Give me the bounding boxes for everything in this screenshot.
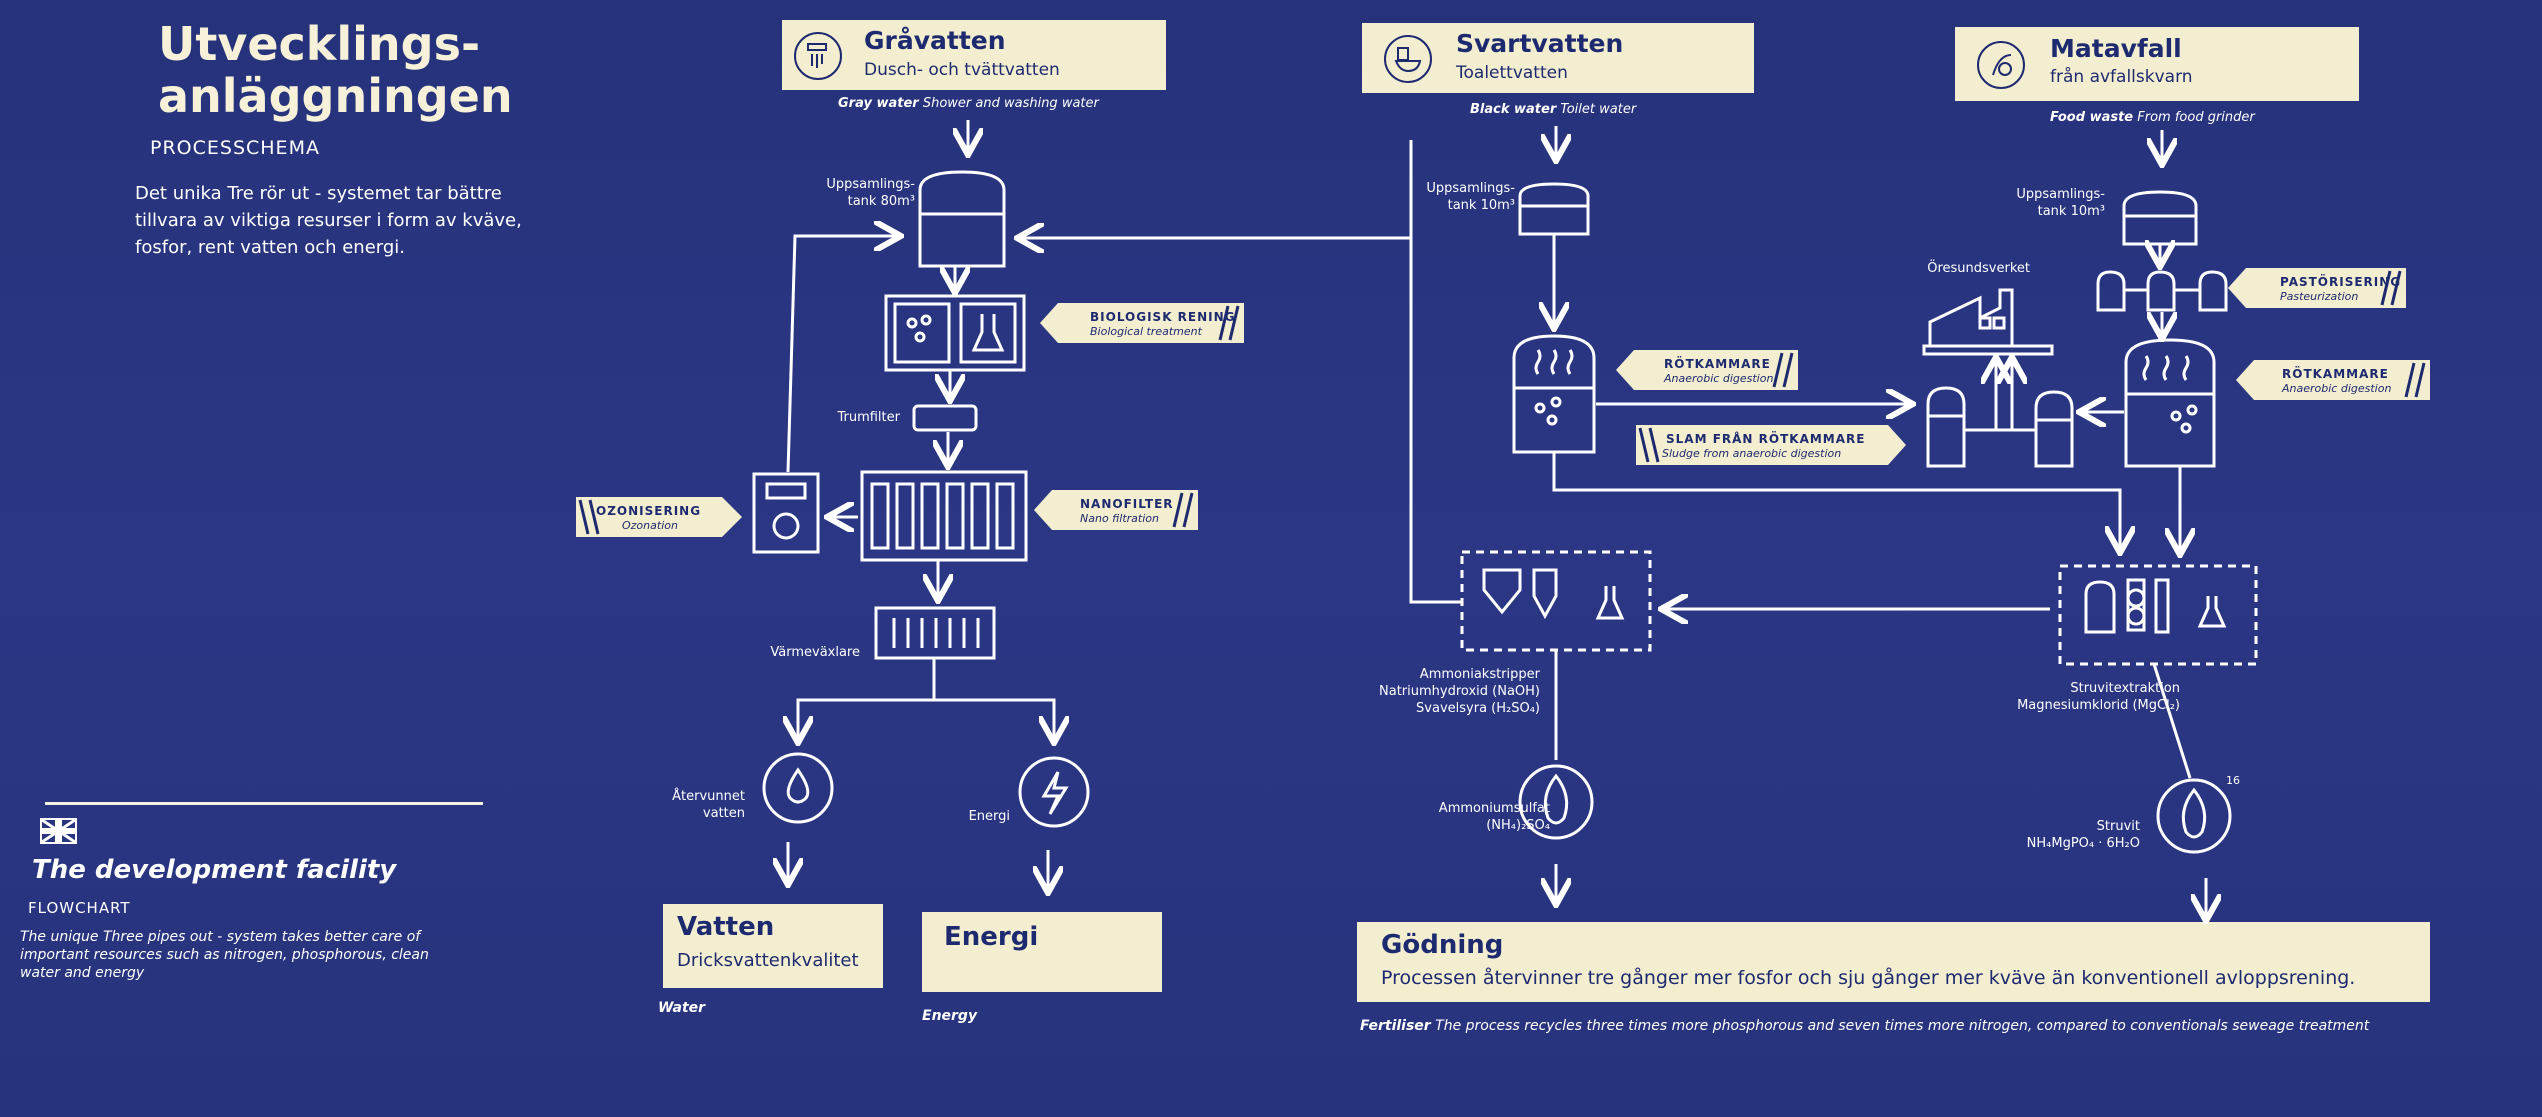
tag-rotkammare-black: RÖTKAMMARE Anaerobic digestion: [1634, 350, 1798, 390]
source-box-gray-water: Gråvatten Dusch- och tvättvatten: [782, 20, 1166, 90]
trumfilter-label: Trumfilter: [837, 410, 900, 425]
output-box-energi: Energi: [922, 912, 1162, 992]
tank-label-gray: Uppsamlings- tank 80m³: [826, 177, 915, 209]
output-box-vatten: Vatten Dricksvattenkvalitet: [663, 904, 883, 988]
food-waste-icon: [1977, 41, 2025, 89]
tag-pastorisering: PASTÖRISERING Pasteurization: [2246, 268, 2406, 308]
atervunnet-label: Återvunnet vatten: [672, 789, 745, 821]
struvit-number: 16: [2226, 774, 2240, 787]
source-box-food-waste: Matavfall från avfallskvarn: [1955, 27, 2359, 101]
tag-biologisk-rening: BIOLOGISK RENING Biological treatment: [1058, 303, 1244, 343]
source-box-black-water: Svartvatten Toalettvatten: [1362, 23, 1754, 93]
uk-flag-icon: [40, 818, 77, 844]
tag-ozonisering: OZONISERING Ozonation: [576, 497, 722, 537]
english-subtitle: FLOWCHART: [28, 899, 131, 917]
source-title-gray: Gråvatten: [864, 26, 1006, 55]
energi-small-label: Energi: [968, 809, 1010, 824]
ammonium-sulfate-icon: [1518, 764, 1594, 840]
drum-filter: [912, 404, 978, 432]
black-water-en: Black water Toilet water: [1470, 102, 1637, 117]
output-box-godning: Gödning Processen återvinner tre gånger …: [1357, 922, 2430, 1002]
source-title-food: Matavfall: [2050, 34, 2182, 63]
tag-rotkammare-food: RÖTKAMMARE Anaerobic digestion: [2254, 360, 2430, 400]
tag-nanofilter: NANOFILTER Nano filtration: [1052, 490, 1198, 530]
english-title: The development facility: [32, 855, 397, 885]
toilet-icon: [1384, 35, 1432, 83]
tank-black: [1518, 182, 1590, 236]
page-subtitle: PROCESSCHEMA: [150, 137, 320, 159]
tank-gray: [918, 170, 1006, 268]
energi-en: Energy: [922, 1008, 978, 1024]
divider: [45, 802, 483, 805]
vatten-en: Water: [658, 1000, 706, 1016]
nanofilter-unit: [860, 470, 1028, 562]
digester-black: [1512, 334, 1596, 454]
water-drop-icon: [762, 752, 834, 824]
tank-label-black: Uppsamlings- tank 10m³: [1426, 181, 1515, 213]
godning-en: Fertiliser The process recycles three ti…: [1360, 1018, 2370, 1034]
tank-food: [2122, 190, 2198, 246]
page-title: Utvecklings- anläggningen: [158, 17, 513, 123]
bio-treatment-unit: [884, 294, 1026, 372]
food-waste-en: Food waste From food grinder: [2050, 110, 2255, 125]
source-title-black: Svartvatten: [1456, 29, 1624, 58]
ammoniak-label: Ammoniakstripper Natriumhydroxid (NaOH) …: [1379, 667, 1540, 716]
ammonia-stripper: [1460, 550, 1652, 652]
gray-water-en: Gray water Shower and washing water: [838, 96, 1099, 111]
digester-food: [2124, 338, 2216, 468]
source-sub-food: från avfallskvarn: [2050, 67, 2193, 87]
struvit-label: Struvit NH₄MgPO₄ · 6H₂O: [2026, 819, 2140, 851]
tank-label-food: Uppsamlings- tank 10m³: [2016, 187, 2105, 219]
shower-icon: [794, 32, 842, 80]
energy-bolt-icon: [1018, 756, 1090, 828]
source-sub-black: Toalettvatten: [1456, 63, 1568, 83]
source-sub-gray: Dusch- och tvättvatten: [864, 60, 1060, 80]
ozonation-unit: [752, 472, 820, 554]
oresundsverket-label: Öresundsverket: [1927, 261, 2030, 276]
struvite-icon: [2156, 778, 2232, 854]
tag-slam: SLAM FRÅN RÖTKAMMARE Sludge from anaerob…: [1636, 425, 1888, 465]
intro-text: Det unika Tre rör ut - systemet tar bätt…: [135, 183, 522, 258]
varmevaxlare-label: Värmeväxlare: [770, 645, 860, 660]
english-intro: The unique Three pipes out - system take…: [20, 929, 429, 981]
oresundsverket-icon: [1928, 288, 2014, 348]
struvite-extraction: [2058, 564, 2258, 666]
